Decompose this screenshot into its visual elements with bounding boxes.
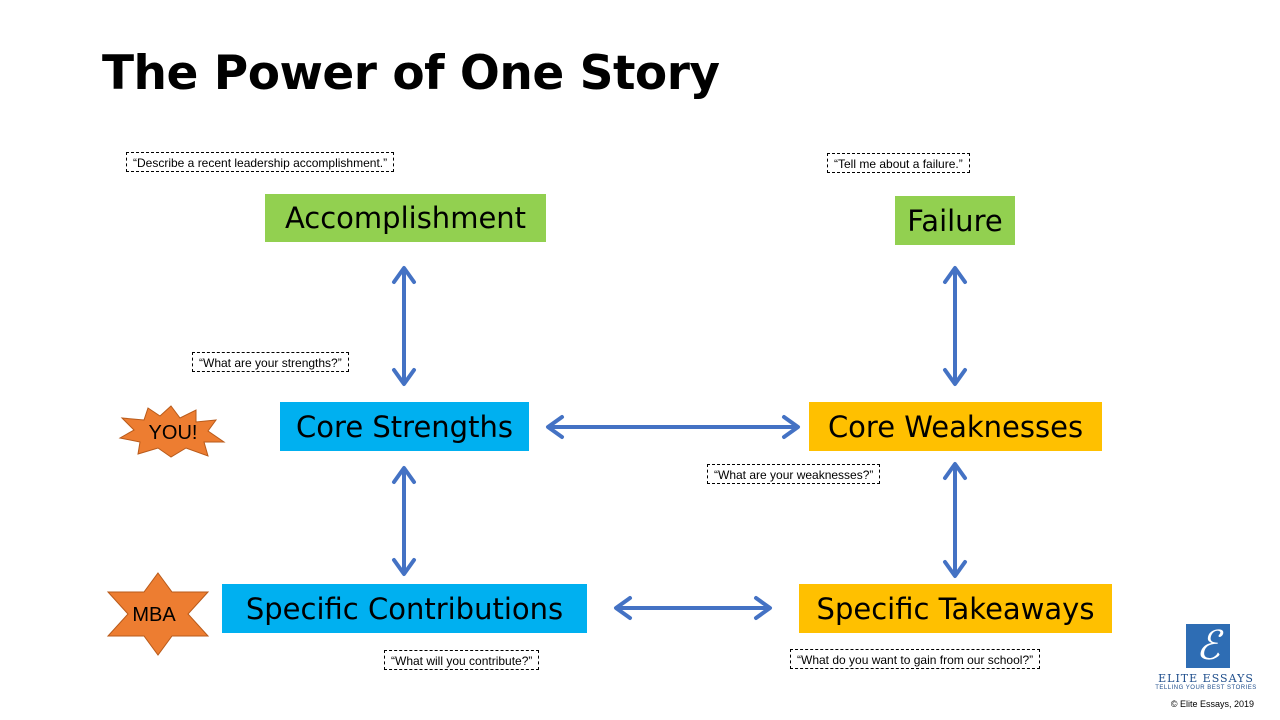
logo-mark-icon: ℰ <box>1186 624 1230 668</box>
question-gain: “What do you want to gain from our schoo… <box>790 649 1041 669</box>
arrow-weaknesses-takeaways <box>943 462 967 578</box>
arrow-failure-weaknesses <box>943 266 967 386</box>
node-specific-takeaways: Specific Takeaways <box>799 584 1112 633</box>
you-badge: YOU! <box>118 405 226 458</box>
logo-name: ELITE ESSAYS <box>1158 672 1254 685</box>
question-accomplishment: “Describe a recent leadership accomplish… <box>126 152 395 172</box>
copyright-footer: © Elite Essays, 2019 <box>1170 699 1254 709</box>
arrow-strengths-contributions <box>392 466 416 576</box>
logo-tagline: TELLING YOUR BEST STORIES <box>1155 685 1257 691</box>
node-core-strengths: Core Strengths <box>280 402 529 451</box>
you-label: YOU! <box>149 422 198 444</box>
slide-title: The Power of One Story <box>102 46 720 101</box>
node-accomplishment: Accomplishment <box>265 194 546 242</box>
elite-essays-logo: ℰ ELITE ESSAYS TELLING YOUR BEST STORIES <box>1150 624 1262 696</box>
mba-label: MBA <box>132 604 176 626</box>
arrow-strengths-weaknesses <box>546 415 800 439</box>
arrow-accomplishment-strengths <box>392 266 416 386</box>
question-failure: “Tell me about a failure.” <box>827 153 970 173</box>
question-strengths: “What are your strengths?” <box>192 352 349 372</box>
node-failure: Failure <box>895 196 1015 245</box>
node-core-weaknesses: Core Weaknesses <box>809 402 1102 451</box>
node-specific-contributions: Specific Contributions <box>222 584 587 633</box>
question-weaknesses: “What are your weaknesses?” <box>707 464 881 484</box>
arrow-contributions-takeaways <box>614 596 772 620</box>
question-contribute: “What will you contribute?” <box>384 650 540 670</box>
mba-badge: MBA <box>106 572 210 656</box>
